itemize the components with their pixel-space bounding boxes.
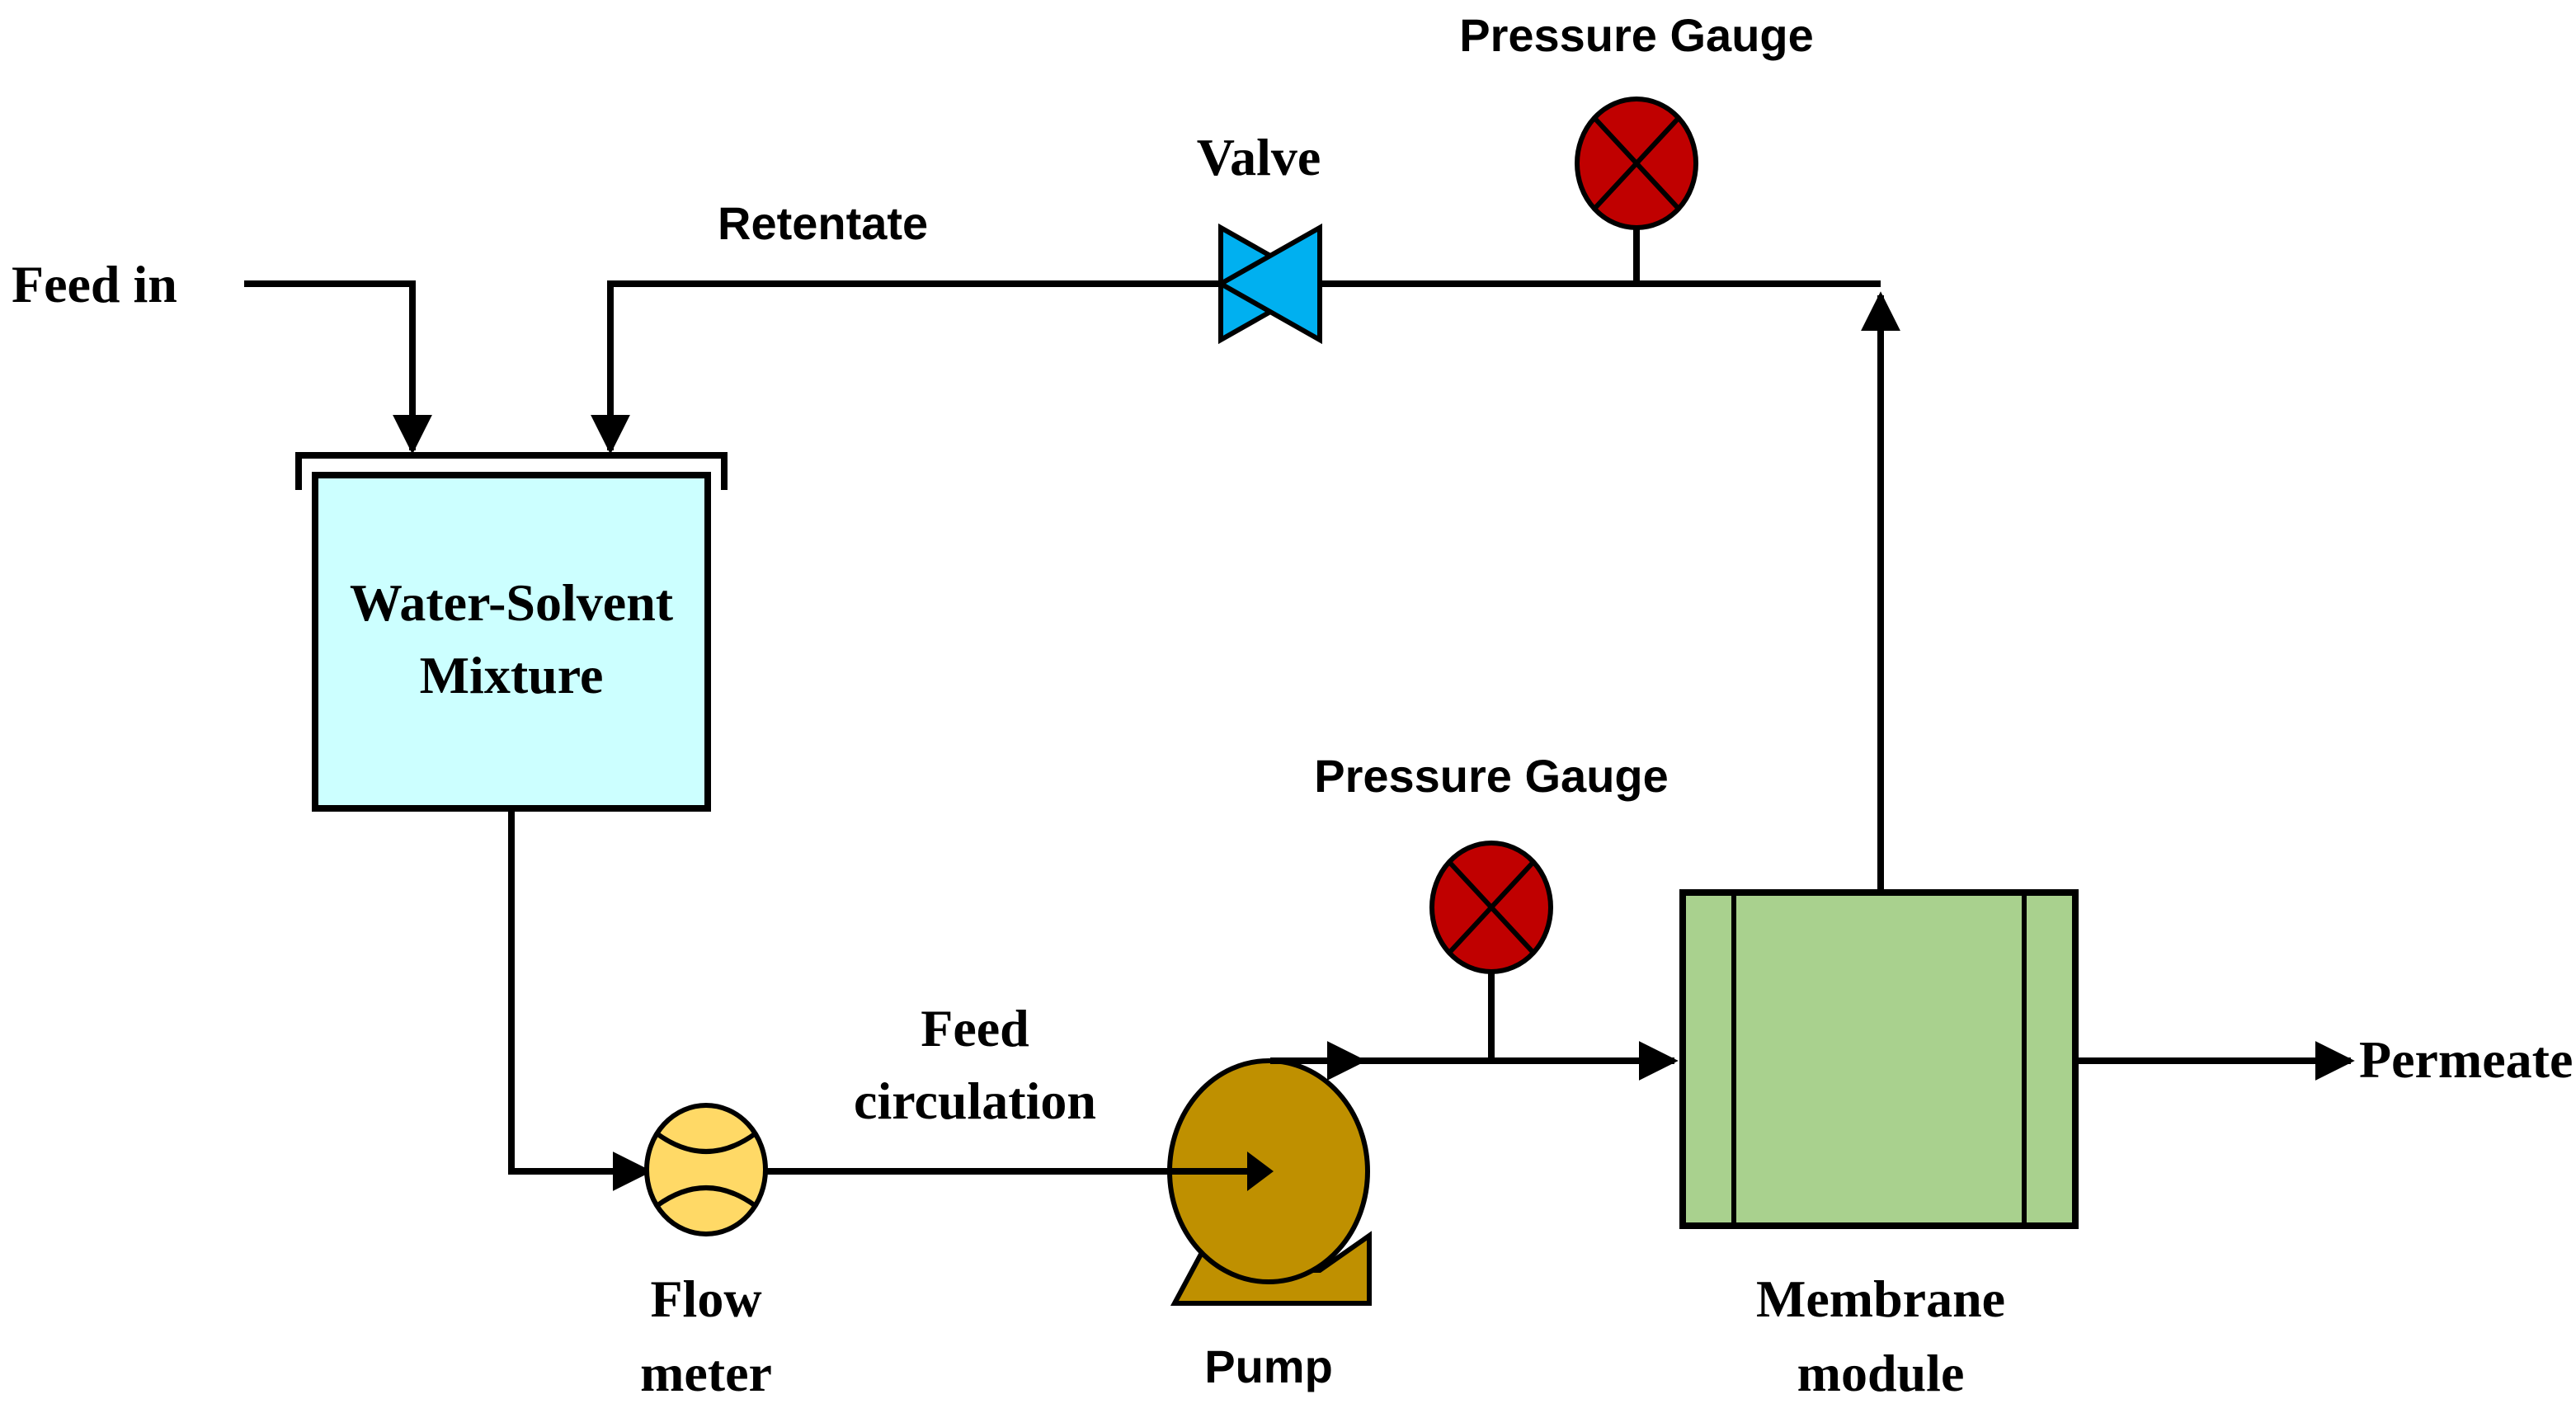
pressure-gauge-top-icon: [1575, 97, 1698, 230]
pressure-gauge-top-label: Pressure Gauge: [1459, 9, 1814, 61]
membrane-module: [1679, 889, 2079, 1229]
tank-label-line2: Mixture: [420, 646, 604, 704]
valve-icon: [1215, 223, 1326, 345]
pump-label: Pump: [1204, 1340, 1333, 1392]
tank-label-line1: Water-Solvent: [350, 573, 674, 632]
permeate-label: Permeate: [2359, 1030, 2573, 1089]
flow-meter-label-line2: meter: [640, 1344, 772, 1402]
pump-icon: [767, 1057, 1372, 1306]
feed-circulation-label-line1: Feed: [921, 999, 1029, 1057]
pressure-gauge-bottom-icon: [1429, 841, 1553, 974]
membrane-label-line1: Membrane: [1756, 1269, 2005, 1328]
tank-outlet-line: [508, 808, 652, 1191]
water-solvent-tank: [295, 452, 728, 812]
retentate-label: Retentate: [718, 197, 928, 249]
flow-meter-icon: [644, 1103, 768, 1236]
valve-label: Valve: [1197, 128, 1321, 186]
feed-in-label: Feed in: [12, 255, 177, 313]
membrane-label-line2: module: [1797, 1344, 1965, 1402]
feed-in-line: [244, 280, 432, 455]
retentate-line: [591, 280, 1881, 455]
pressure-gauge-bottom-label: Pressure Gauge: [1314, 750, 1669, 802]
flow-meter-label-line1: Flow: [650, 1269, 761, 1328]
feed-circulation-label-line2: circulation: [854, 1072, 1096, 1130]
